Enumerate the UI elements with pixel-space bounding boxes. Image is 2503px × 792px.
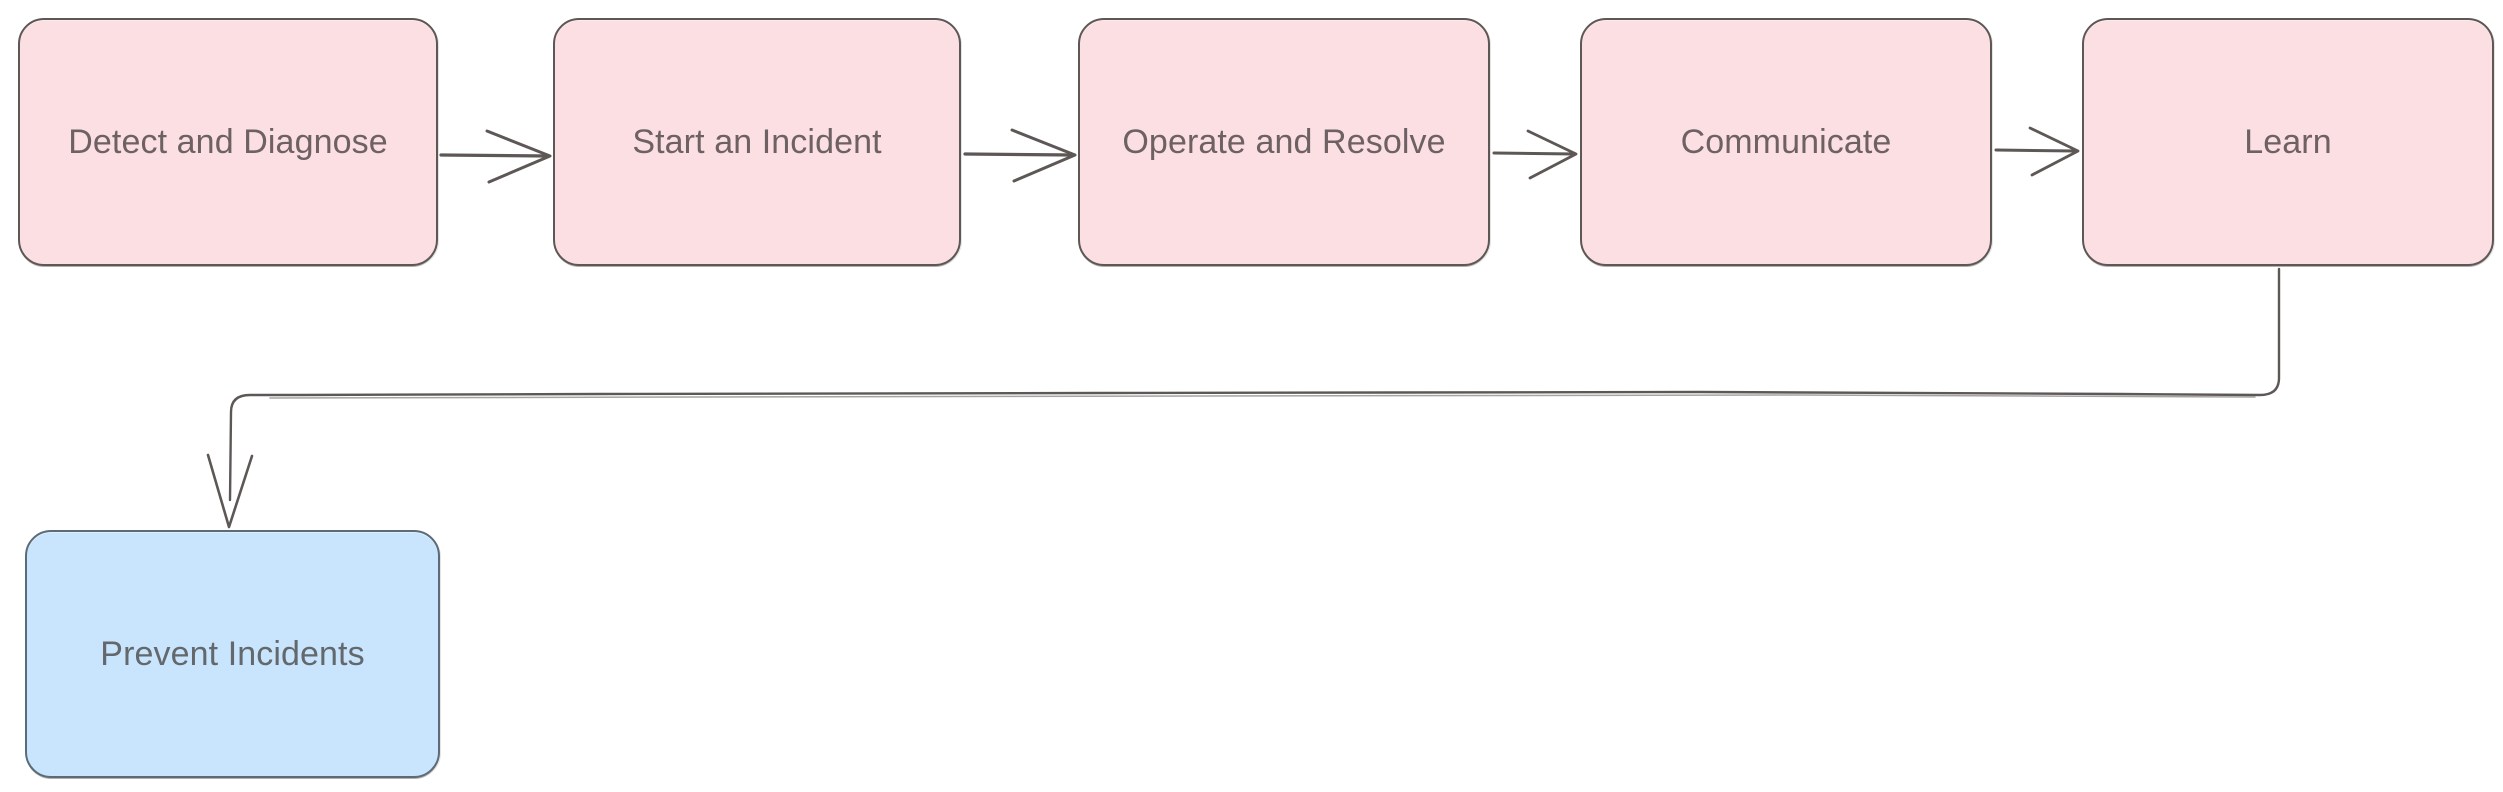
node-label-communicate: Communicate xyxy=(1680,122,1892,161)
node-detect-and-diagnose[interactable]: Detect and Diagnose xyxy=(18,18,438,266)
node-learn[interactable]: Learn xyxy=(2082,18,2494,266)
edge-detect-to-start xyxy=(439,129,552,184)
edge-learn-to-prevent xyxy=(206,267,2281,529)
edge-operate-to-communicate xyxy=(1492,129,1578,180)
node-label-operate-and-resolve: Operate and Resolve xyxy=(1122,122,1446,161)
node-label-prevent-incidents: Prevent Incidents xyxy=(100,634,365,673)
node-label-start-an-incident: Start an Incident xyxy=(632,122,882,161)
node-prevent-incidents[interactable]: Prevent Incidents xyxy=(25,530,440,778)
edge-communicate-to-learn xyxy=(1994,126,2080,177)
node-start-an-incident[interactable]: Start an Incident xyxy=(553,18,961,266)
node-communicate[interactable]: Communicate xyxy=(1580,18,1992,266)
node-label-learn: Learn xyxy=(2244,122,2332,161)
node-label-detect-and-diagnose: Detect and Diagnose xyxy=(68,122,388,161)
edge-start-to-operate xyxy=(963,128,1077,183)
node-operate-and-resolve[interactable]: Operate and Resolve xyxy=(1078,18,1490,266)
